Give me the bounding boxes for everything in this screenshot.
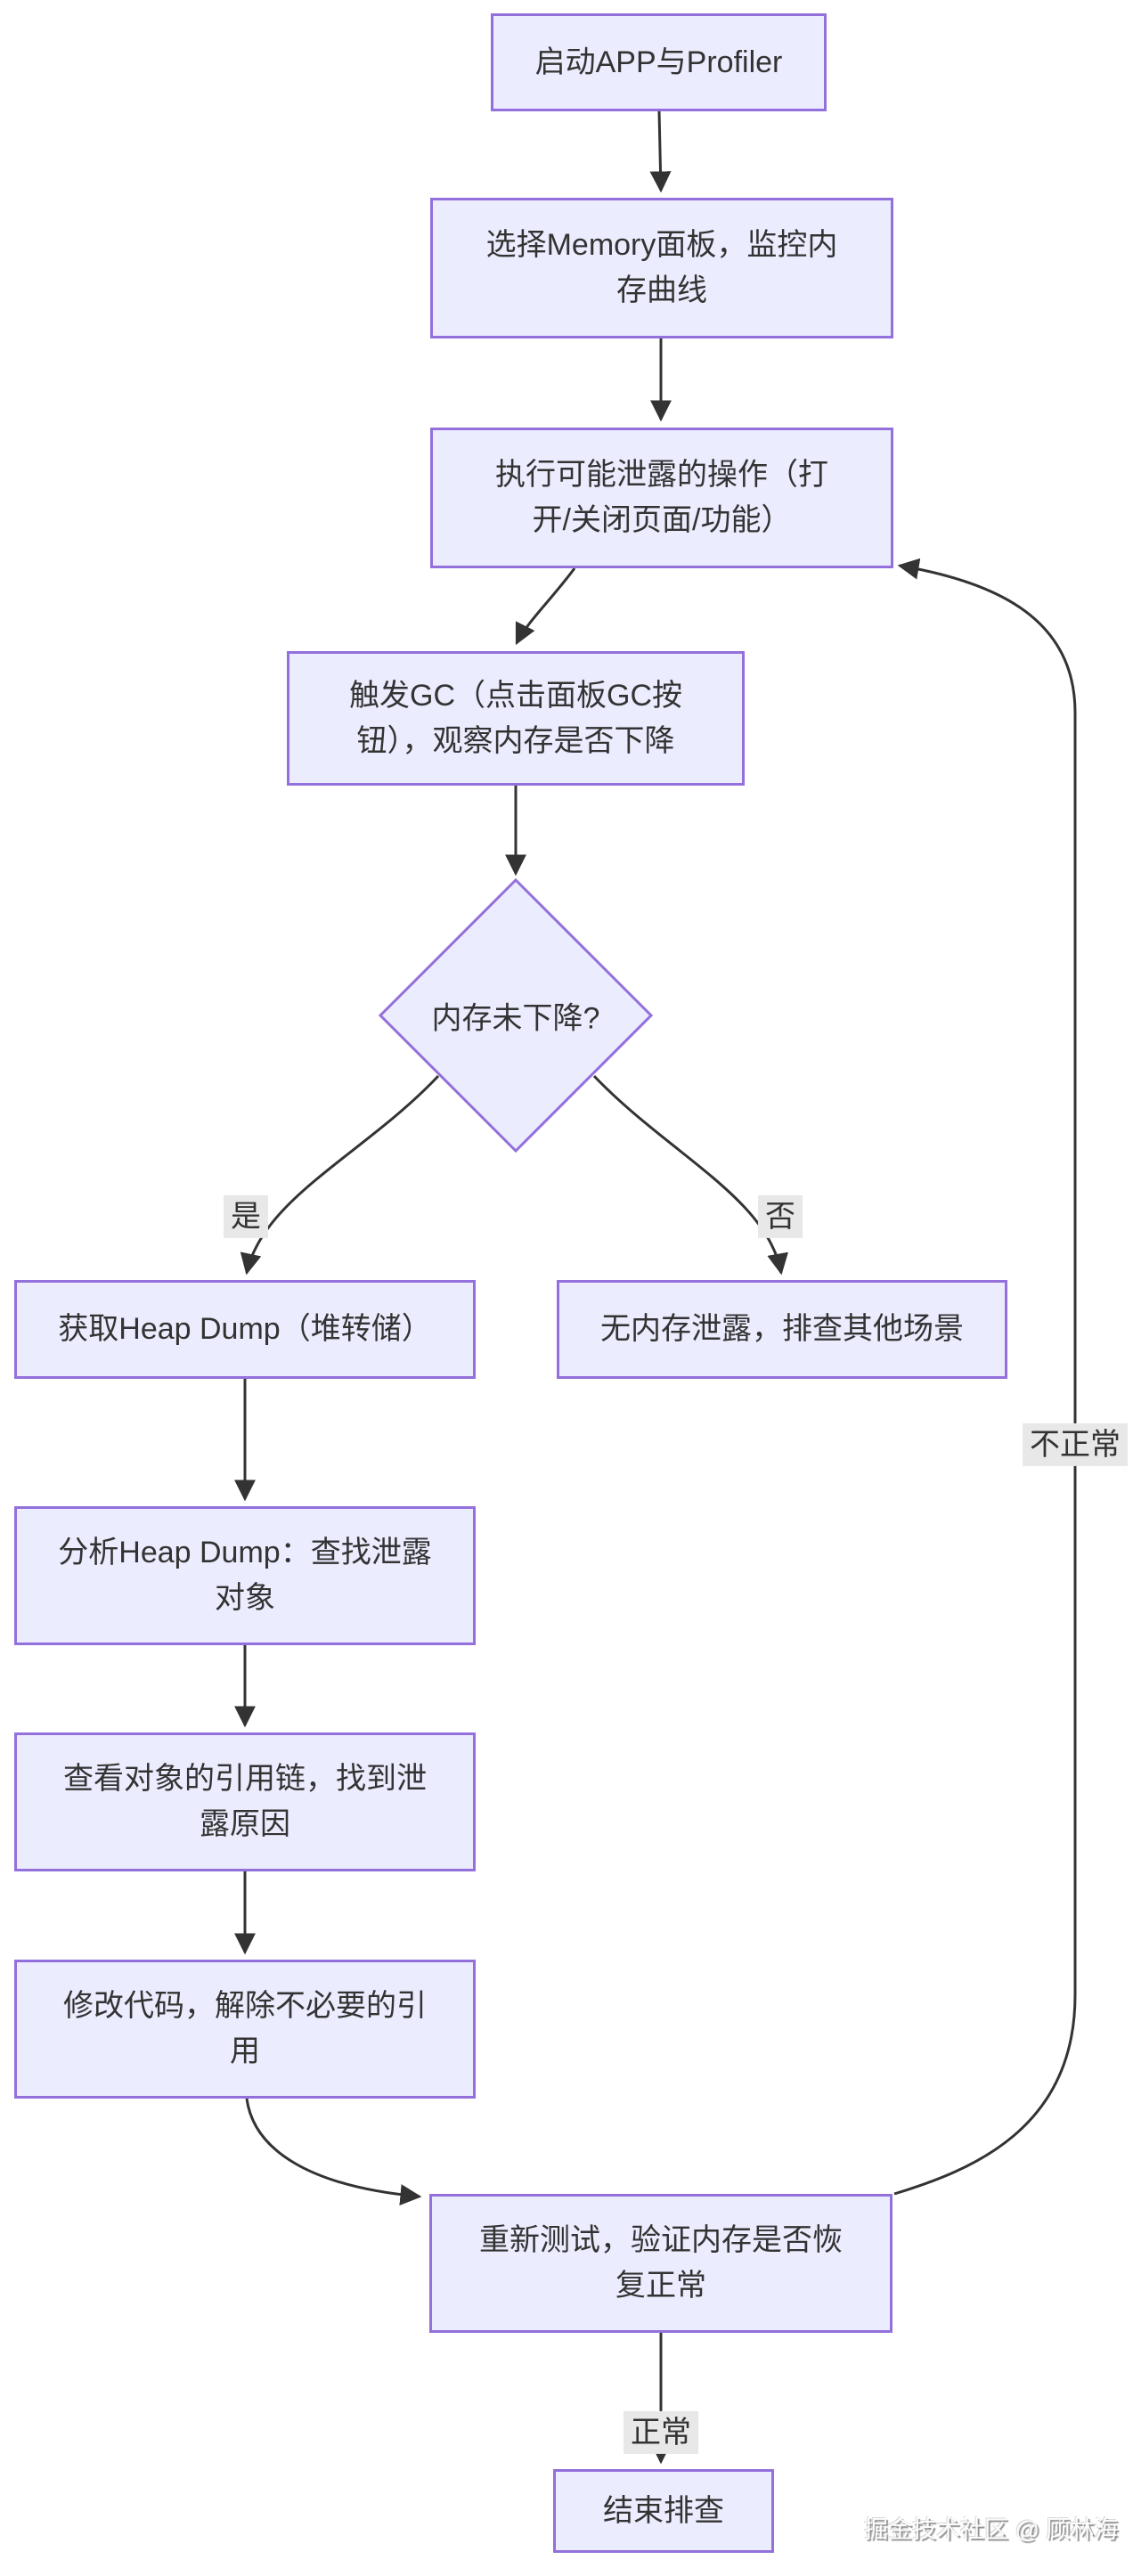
node-retest-label: 重新测试，验证内存是否恢 复正常 bbox=[479, 2223, 843, 2303]
node-ref-chain-label: 查看对象的引用链，找到泄 露原因 bbox=[63, 1762, 427, 1841]
node-leak-ops-label: 执行可能泄露的操作（打 开/关闭页面/功能） bbox=[495, 458, 828, 537]
node-analyze: 分析Heap Dump：查找泄露 对象 bbox=[14, 1506, 476, 1645]
edge-label-no: 否 bbox=[758, 1194, 803, 1239]
node-start-label: 启动APP与Profiler bbox=[534, 45, 783, 79]
node-analyze-label: 分析Heap Dump：查找泄露 对象 bbox=[58, 1536, 432, 1615]
node-no-leak: 无内存泄露，排查其他场景 bbox=[557, 1280, 1007, 1379]
node-end: 结束排查 bbox=[553, 2469, 774, 2553]
edge-decision-yes-to-heap-dump bbox=[240, 1074, 440, 1276]
watermark: 掘金技术社区 @ 顾林海 bbox=[864, 2516, 1119, 2543]
node-memory-panel-label: 选择Memory面板，监控内 存曲线 bbox=[485, 228, 838, 307]
node-trigger-gc-label: 触发GC（点击面板GC按 钮），观察内存是否下降 bbox=[349, 678, 682, 758]
node-fix-code: 修改代码，解除不必要的引 用 bbox=[14, 1960, 476, 2099]
edge-leak-ops-to-trigger-gc bbox=[515, 567, 576, 646]
node-decision-label: 内存未下降? bbox=[431, 1001, 600, 1036]
node-retest: 重新测试，验证内存是否恢 复正常 bbox=[429, 2194, 893, 2333]
edge-label-normal: 正常 bbox=[624, 2410, 698, 2455]
node-fix-code-label: 修改代码，解除不必要的引 用 bbox=[63, 1989, 427, 2068]
edge-start-to-memory-panel bbox=[649, 110, 672, 193]
node-heap-dump: 获取Heap Dump（堆转储） bbox=[14, 1280, 476, 1379]
node-memory-panel: 选择Memory面板，监控内 存曲线 bbox=[430, 198, 893, 338]
edge-fix-code-to-retest bbox=[245, 2098, 422, 2205]
node-heap-dump-label: 获取Heap Dump（堆转储） bbox=[58, 1312, 432, 1346]
node-leak-ops: 执行可能泄露的操作（打 开/关闭页面/功能） bbox=[430, 428, 893, 568]
node-end-label: 结束排查 bbox=[603, 2493, 724, 2528]
node-no-leak-label: 无内存泄露，排查其他场景 bbox=[600, 1312, 964, 1346]
edge-retest-abnormal-loop-to-leak-ops bbox=[893, 558, 1077, 2196]
node-start: 启动APP与Profiler bbox=[491, 13, 827, 111]
node-ref-chain: 查看对象的引用链，找到泄 露原因 bbox=[14, 1732, 476, 1871]
node-trigger-gc: 触发GC（点击面板GC按 钮），观察内存是否下降 bbox=[287, 651, 745, 786]
edge-decision-no-to-no-leak bbox=[592, 1074, 788, 1276]
edge-label-yes: 是 bbox=[224, 1194, 268, 1239]
edge-label-abnormal: 不正常 bbox=[1023, 1423, 1128, 1467]
decision-diamond-shape bbox=[378, 877, 654, 1153]
